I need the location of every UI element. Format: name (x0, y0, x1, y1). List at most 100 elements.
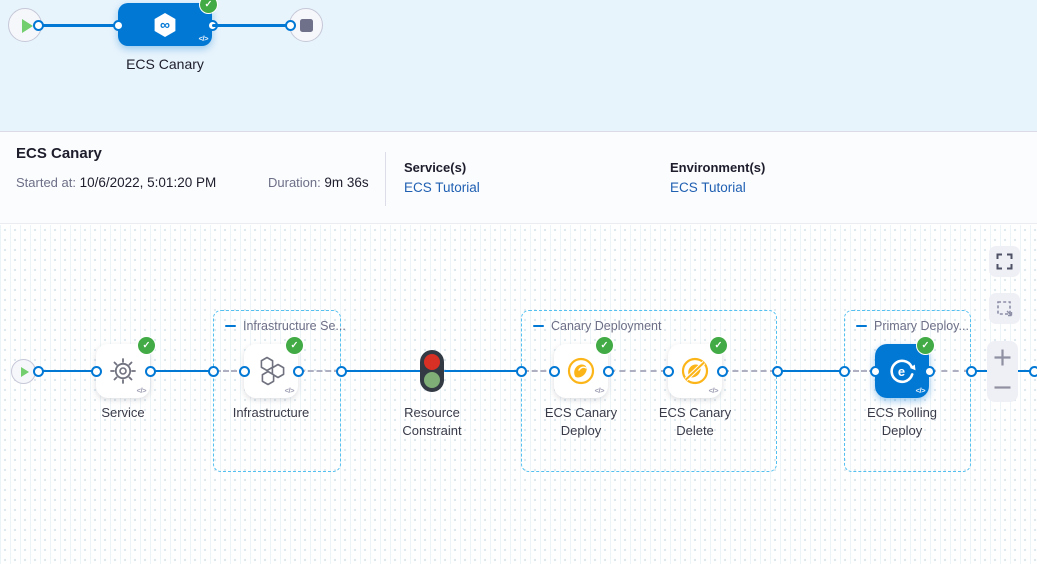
edge-dashed (215, 370, 245, 372)
started-value: 10/6/2022, 5:01:20 PM (79, 175, 217, 190)
step-label-service: Service (101, 405, 145, 420)
marquee-select-icon (996, 300, 1012, 316)
infrastructure-hexagons-icon (260, 356, 285, 386)
edge-connector (869, 365, 881, 377)
zoom-out-button[interactable] (987, 372, 1018, 402)
plus-icon (994, 349, 1011, 365)
edge (341, 369, 421, 372)
pipeline-title: ECS Canary (16, 145, 102, 162)
collapse-dash-icon[interactable] (225, 324, 236, 328)
fullscreen-button[interactable] (989, 246, 1020, 277)
edge-connector (838, 365, 850, 377)
edge-dashed (523, 370, 555, 372)
edge-connector (238, 365, 250, 377)
stop-icon (300, 19, 313, 32)
traffic-light-red (424, 354, 440, 370)
edge-dashed (299, 370, 340, 372)
step-label-rolling-deploy: ECS Rolling Deploy (866, 405, 938, 438)
edge (41, 24, 119, 27)
edge-connector (771, 365, 783, 377)
group-title: Canary Deployment (551, 319, 662, 333)
success-badge: ✓ (595, 336, 614, 355)
edge-connector (716, 365, 728, 377)
gear-icon (110, 358, 136, 384)
step-label-infrastructure: Infrastructure (232, 405, 310, 420)
edge-connector (923, 365, 935, 377)
step-service[interactable]: ✓ </> (96, 336, 156, 398)
duration-value: 9m 36s (324, 175, 369, 190)
stage-group-primary-deployment: Primary Deploy... (844, 310, 971, 472)
step-ecs-canary-delete[interactable]: ✓ </> (668, 336, 728, 398)
edge-connector (965, 365, 977, 377)
fullscreen-icon (996, 253, 1013, 270)
services-link[interactable]: ECS Tutorial (404, 180, 480, 195)
success-badge: ✓ (199, 0, 218, 14)
edge-connector (1029, 365, 1037, 377)
step-ecs-canary-deploy[interactable]: ✓ </> (554, 336, 614, 398)
success-badge: ✓ (916, 336, 935, 355)
stage-group-canary-deployment: Canary Deployment (521, 310, 777, 472)
edge-connector (90, 365, 102, 377)
edge-connector (207, 365, 219, 377)
edge-connector (662, 365, 674, 377)
code-icon: </> (136, 386, 147, 395)
edge (212, 24, 291, 27)
collapse-dash-icon[interactable] (856, 324, 867, 328)
minus-icon (994, 385, 1011, 389)
edge-connector (284, 19, 296, 31)
code-icon: </> (915, 386, 926, 395)
edge-connector (335, 365, 347, 377)
duration-label: Duration: (268, 175, 321, 190)
step-resource-constraint[interactable] (420, 350, 444, 392)
play-icon (21, 367, 29, 377)
success-badge: ✓ (285, 336, 304, 355)
stage-node-ecs-canary[interactable]: ∞ ✓ </> (118, 0, 218, 46)
group-title: Primary Deploy... (874, 319, 969, 333)
edge (150, 369, 215, 372)
group-title: Infrastructure Se... (243, 319, 346, 333)
edge-connector (33, 19, 44, 31)
zoom-in-button[interactable] (987, 342, 1018, 372)
play-icon (22, 19, 33, 33)
canary-delete-icon (681, 357, 709, 385)
environments-label: Environment(s) (670, 160, 766, 175)
step-ecs-rolling-deploy[interactable]: e ✓ </> (875, 336, 935, 398)
zoom-panel (987, 341, 1018, 402)
step-label-canary-deploy: ECS Canary Deploy (544, 405, 618, 438)
code-icon: </> (708, 386, 719, 395)
edge-dashed (930, 370, 970, 372)
stage-name-label: ECS Canary (126, 56, 204, 72)
execution-graph-canvas[interactable] (0, 225, 1037, 564)
stage-graph-strip: ∞ ✓ </> ECS Canary (0, 0, 1037, 131)
started-label: Started at: (16, 175, 76, 190)
success-badge: ✓ (709, 336, 728, 355)
services-label: Service(s) (404, 160, 467, 175)
edge (444, 369, 523, 372)
traffic-light-green (424, 372, 440, 388)
duration: Duration: 9m 36s (268, 175, 369, 190)
edge-connector (292, 365, 304, 377)
started-at: Started at: 10/6/2022, 5:01:20 PM (16, 175, 216, 190)
step-label-resource-constraint: Resource Constraint (402, 405, 462, 438)
edge-dashed (723, 370, 776, 372)
svg-text:e: e (898, 364, 905, 379)
edge-connector (144, 365, 156, 377)
edge-connector (515, 365, 527, 377)
edge-dashed (845, 370, 875, 372)
cd-hexagon-icon: ∞ (154, 13, 176, 37)
collapse-dash-icon[interactable] (533, 324, 544, 328)
marquee-select-button[interactable] (989, 293, 1020, 324)
success-badge: ✓ (137, 336, 156, 355)
code-icon: </> (284, 386, 295, 395)
step-label-canary-delete: ECS Canary Delete (658, 405, 732, 438)
header-divider (385, 152, 386, 206)
code-icon: </> (198, 34, 209, 43)
execution-summary-bar: ECS Canary Started at: 10/6/2022, 5:01:2… (0, 131, 1037, 224)
step-infrastructure[interactable]: ✓ </> (244, 336, 304, 398)
code-icon: </> (594, 386, 605, 395)
edge (777, 369, 846, 372)
environments-link[interactable]: ECS Tutorial (670, 180, 746, 195)
edge-connector (602, 365, 614, 377)
edge-connector (548, 365, 560, 377)
